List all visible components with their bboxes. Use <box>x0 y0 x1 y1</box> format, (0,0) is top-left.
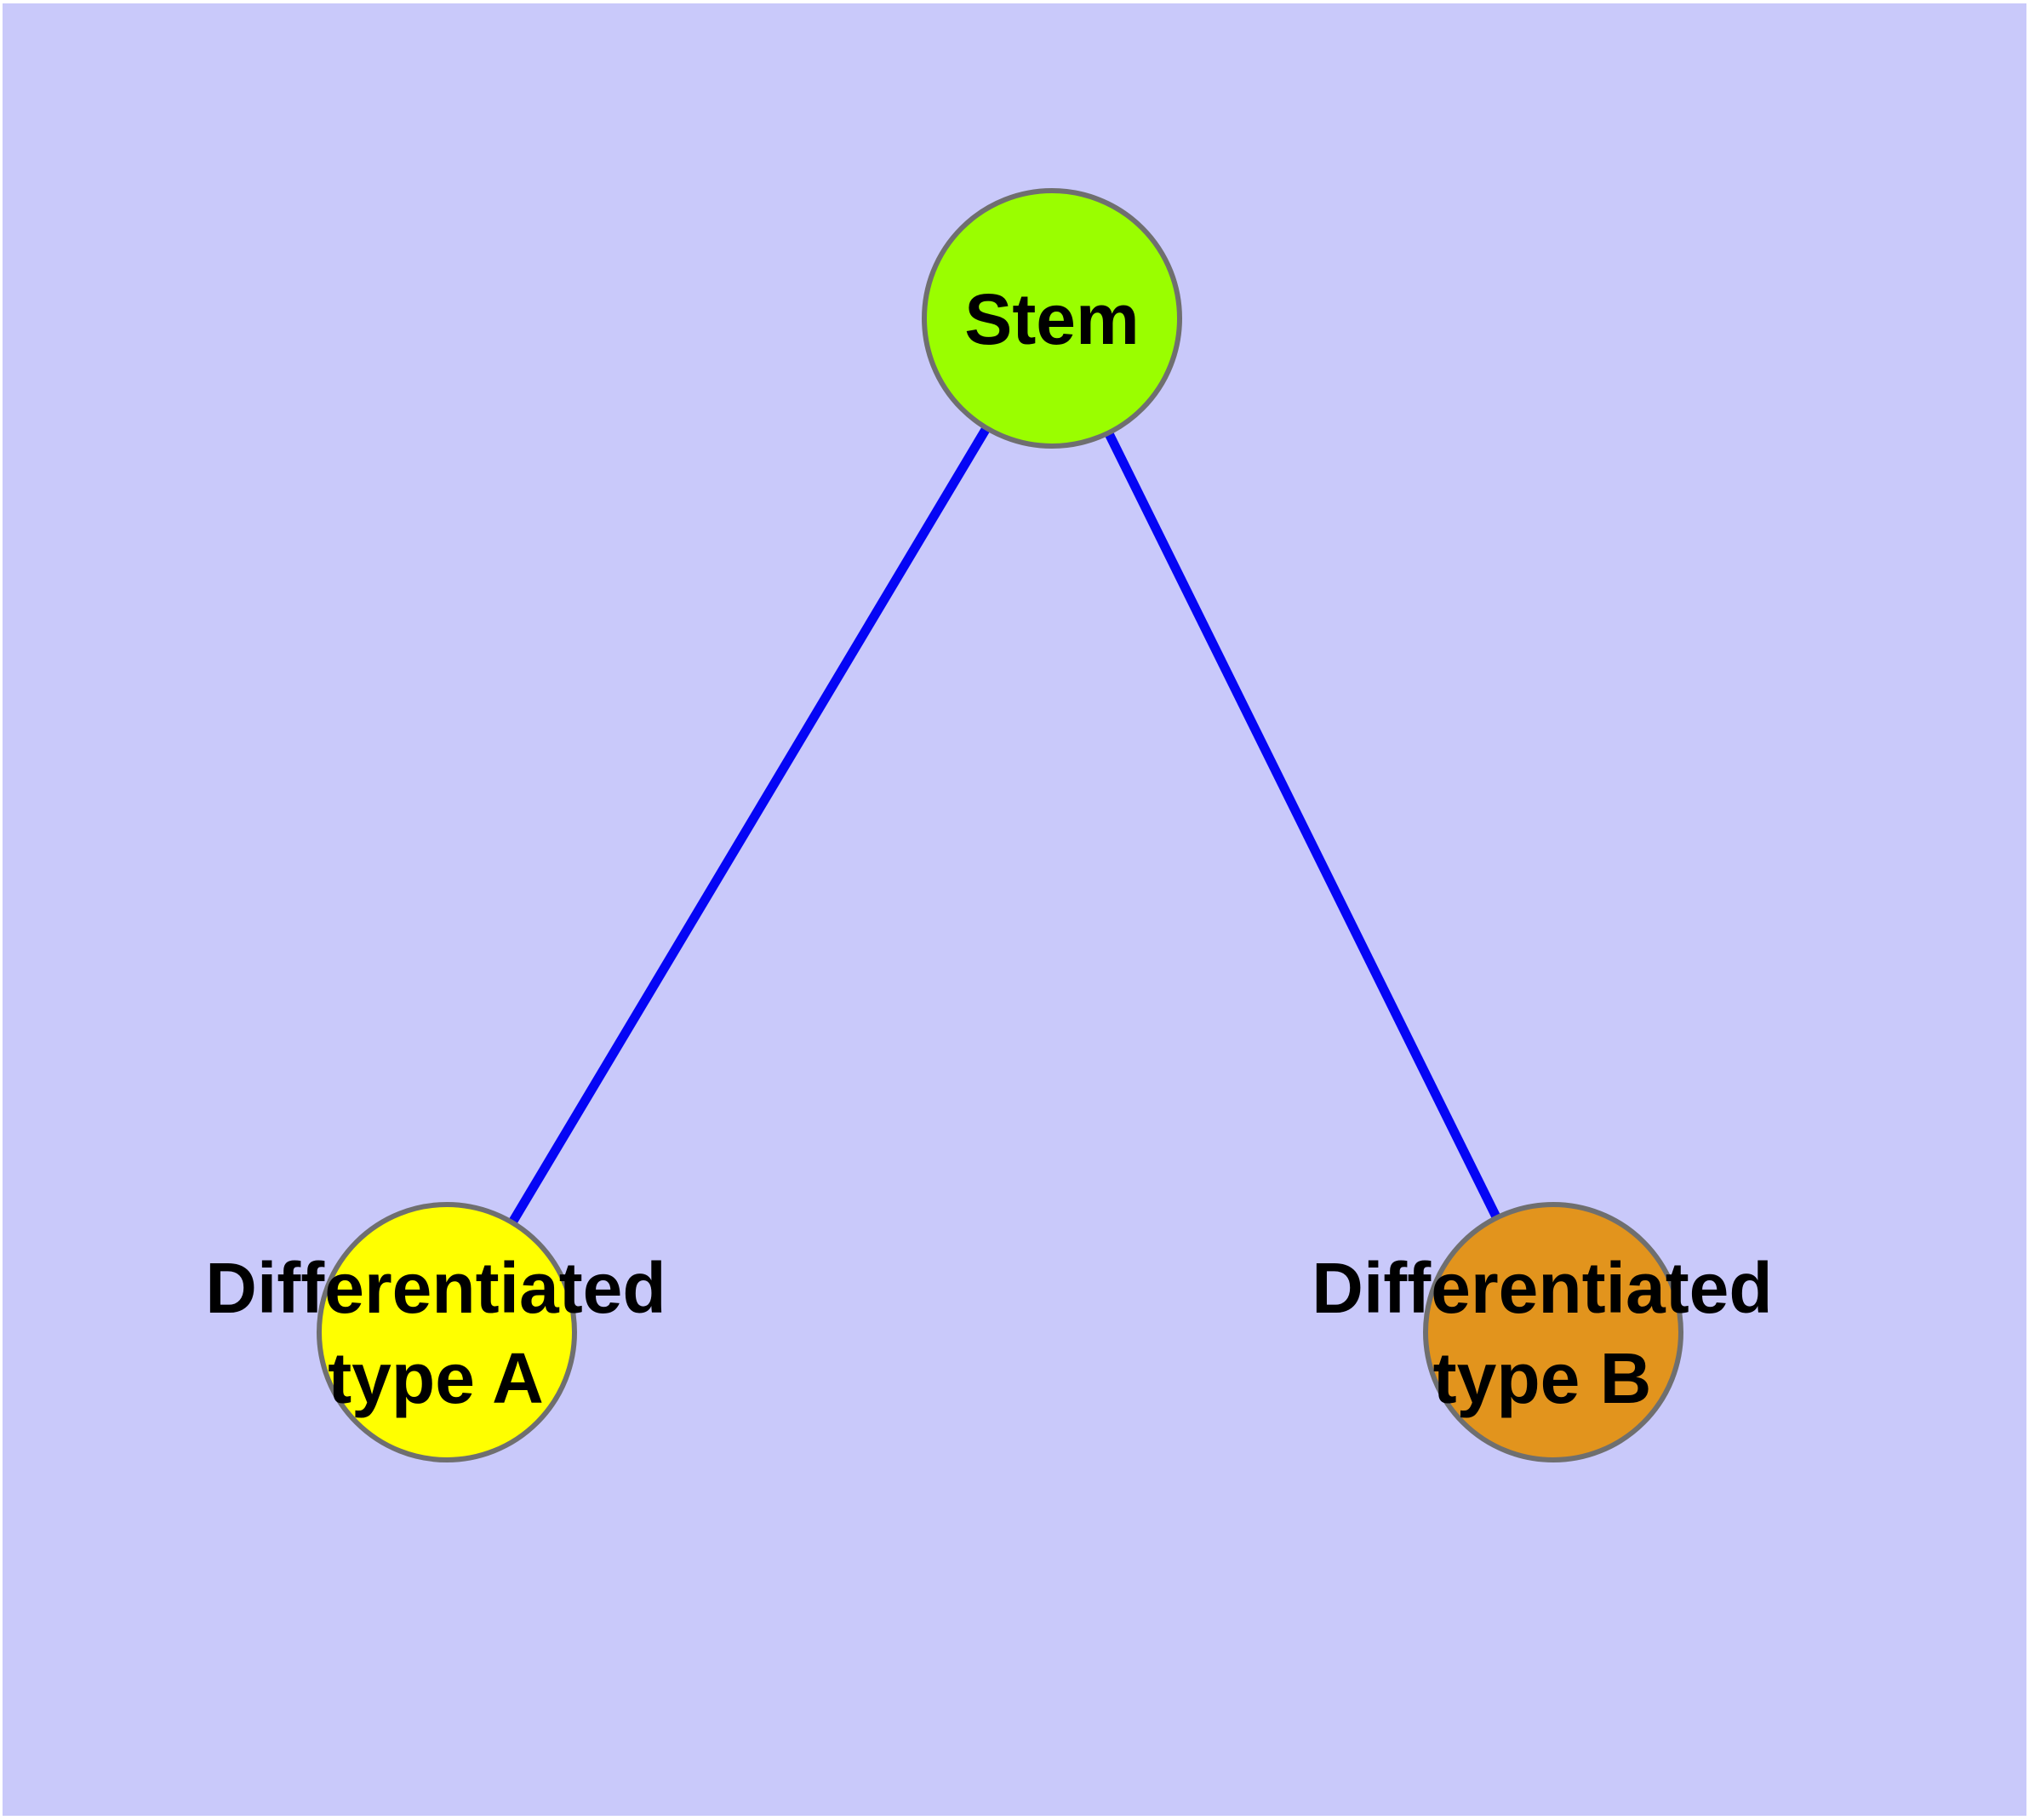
edge-stem-to-type-b <box>1048 316 1557 1335</box>
node-differentiated-type-a <box>317 1202 577 1462</box>
node-stem-label: Stem <box>964 279 1139 359</box>
node-type-b-label-line1: Differentiated <box>1312 1248 1772 1328</box>
node-differentiated-type-b <box>1423 1202 1683 1462</box>
node-type-b-label-line2: type B <box>1433 1338 1652 1418</box>
node-type-a-label-line2: type A <box>328 1338 544 1418</box>
node-type-a-label-line1: Differentiated <box>205 1248 666 1328</box>
edge-stem-to-type-a <box>443 316 1056 1335</box>
node-stem <box>922 188 1182 449</box>
